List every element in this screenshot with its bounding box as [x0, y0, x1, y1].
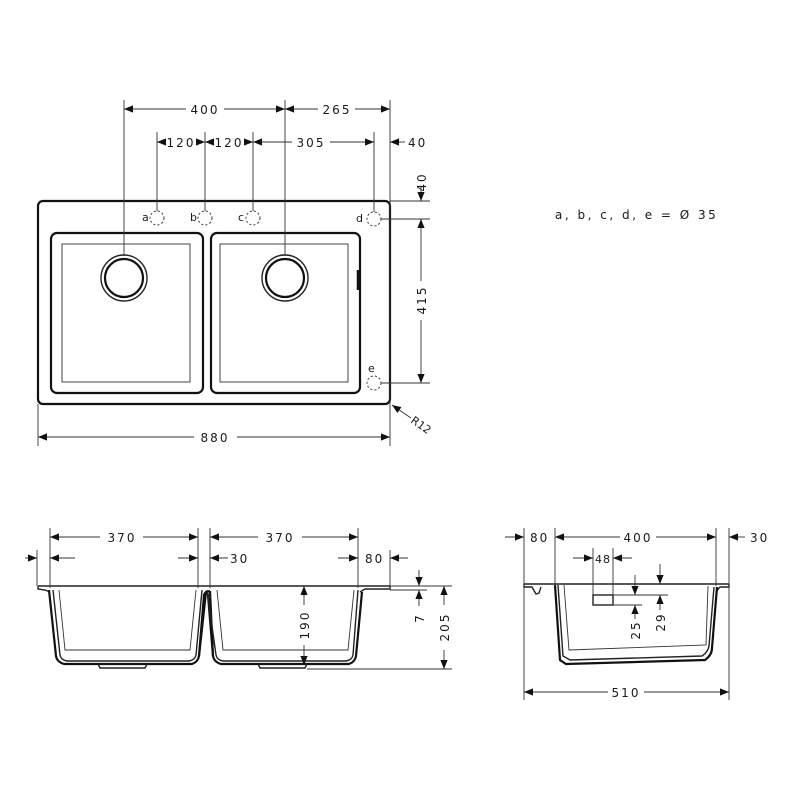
dim-7: 7: [413, 570, 427, 623]
svg-text:205: 205: [438, 613, 452, 642]
tap-hole-b: b: [190, 210, 213, 226]
svg-text:a: a: [142, 211, 149, 224]
top-view: a b c d e: [36, 100, 718, 446]
dim-30: 30: [210, 552, 249, 566]
svg-text:120: 120: [215, 136, 244, 150]
dim-side-80: 80: [505, 531, 549, 545]
dim-120-b-c: 120: [205, 136, 253, 150]
svg-text:370: 370: [266, 531, 295, 545]
sink-outline: [36, 199, 392, 406]
dim-370-left: 370: [50, 531, 198, 545]
svg-text:29: 29: [654, 612, 668, 631]
svg-text:e: e: [368, 362, 375, 375]
tap-hole-a: a: [142, 210, 165, 226]
dim-40-top: 40: [415, 172, 429, 201]
overflow-opening: [592, 594, 614, 606]
dim-205: 205: [438, 586, 452, 669]
tap-hole-d: d: [356, 211, 382, 227]
svg-text:880: 880: [201, 431, 230, 445]
svg-text:b: b: [190, 211, 197, 224]
svg-text:c: c: [238, 211, 244, 224]
dim-370-right: 370: [210, 531, 358, 545]
dim-880: 880: [38, 431, 390, 445]
svg-text:40: 40: [408, 136, 427, 150]
dim-40-right: 40: [390, 136, 427, 150]
side-view: 80 400 30 48 25 29: [505, 528, 769, 700]
dim-510: 510: [524, 686, 729, 700]
svg-text:48: 48: [595, 553, 611, 566]
tap-hole-e: e: [366, 362, 382, 391]
svg-text:305: 305: [297, 136, 326, 150]
svg-text:370: 370: [108, 531, 137, 545]
dim-r12: R12: [391, 404, 433, 437]
svg-text:80: 80: [365, 552, 384, 566]
dim-side-30: 30: [729, 531, 769, 545]
svg-text:415: 415: [415, 286, 429, 315]
dim-48: 48: [573, 553, 632, 566]
dim-190: 190: [298, 586, 312, 665]
svg-text:30: 30: [230, 552, 249, 566]
dim-415: 415: [415, 219, 429, 383]
svg-text:510: 510: [612, 686, 641, 700]
right-bowl-inner: [219, 243, 349, 383]
right-drain-icon: [261, 254, 309, 302]
tap-hole-c: c: [238, 210, 261, 226]
svg-text:40: 40: [415, 172, 429, 191]
dim-25: 25: [629, 575, 643, 640]
right-bowl-outline: [209, 231, 362, 395]
svg-text:d: d: [356, 212, 363, 225]
dim-side-400: 400: [555, 531, 716, 545]
left-bowl-outline: [49, 231, 205, 395]
svg-text:120: 120: [167, 136, 196, 150]
front-view: 370 370 30 80 190: [25, 528, 452, 670]
hole-diameter-note: a, b, c, d, e = Ø 35: [555, 208, 718, 222]
dim-265: 265: [285, 103, 390, 117]
dim-29: 29: [654, 564, 668, 632]
svg-text:80: 80: [530, 531, 549, 545]
svg-text:400: 400: [624, 531, 653, 545]
dim-80: 80: [338, 552, 408, 566]
left-drain-icon: [100, 254, 148, 302]
dim-120-a-b: 120: [157, 136, 205, 150]
left-bowl-inner: [61, 243, 191, 383]
dim-305: 305: [253, 136, 374, 150]
svg-text:25: 25: [629, 620, 643, 639]
svg-text:265: 265: [323, 103, 352, 117]
svg-text:R12: R12: [408, 414, 433, 437]
svg-text:400: 400: [191, 103, 220, 117]
svg-text:190: 190: [298, 611, 312, 640]
svg-text:7: 7: [413, 613, 427, 623]
dim-400: 400: [124, 103, 285, 117]
svg-text:30: 30: [750, 531, 769, 545]
